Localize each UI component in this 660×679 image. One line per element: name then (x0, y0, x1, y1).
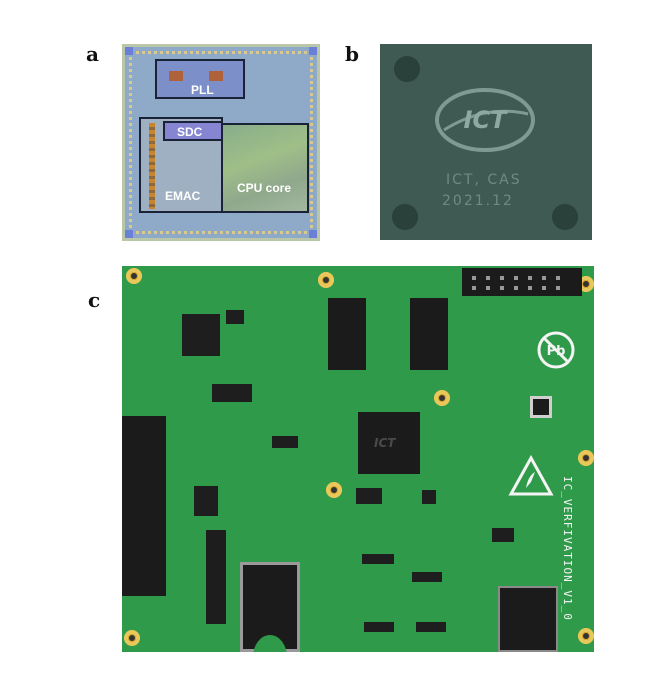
header-pin (500, 276, 504, 280)
board-silkscreen-label: IC_VERFIVATION_V1_0 (561, 476, 574, 621)
header-pin (528, 286, 532, 290)
smd-component (272, 436, 298, 448)
pll-oscillator (169, 71, 183, 81)
packaged-chip: ICT ICT, CAS 2021.12 (380, 44, 592, 240)
die-corner-pad (309, 230, 317, 238)
side-power-connector (122, 416, 166, 596)
pll-label: PLL (191, 83, 214, 97)
crystal-oscillator (422, 490, 436, 504)
header-pin (514, 286, 518, 290)
pll-oscillator (209, 71, 223, 81)
verification-board: ICT Pb IC_VERFIVATION_V1_0 (122, 266, 594, 652)
header-pin (542, 276, 546, 280)
header-pin (542, 286, 546, 290)
mounting-hole (318, 272, 334, 288)
header-pin (472, 286, 476, 290)
pin-header-connector (462, 268, 582, 296)
mounting-hole (578, 276, 594, 292)
panel-label-a: a (86, 42, 99, 66)
die-corner-pad (309, 47, 317, 55)
package-dimple (394, 56, 420, 82)
ethernet-jack (498, 586, 558, 652)
smd-component (356, 488, 382, 504)
memory-chip (328, 298, 366, 370)
cpu-core-block: CPU core (221, 123, 309, 213)
smd-component (194, 486, 218, 516)
svg-text:Pb: Pb (547, 344, 566, 359)
header-pin (556, 286, 560, 290)
header-pin (556, 276, 560, 280)
header-pin (486, 276, 490, 280)
ict-logo-icon: ICT (435, 88, 535, 152)
ict-logo-text: ICT (464, 106, 509, 134)
header-pin (528, 276, 532, 280)
header-pin (514, 276, 518, 280)
mounting-hole (126, 268, 142, 284)
reset-button (530, 396, 552, 418)
soc-chip: ICT (358, 412, 420, 474)
magnetics-module (182, 314, 220, 356)
pll-block: PLL (155, 59, 245, 99)
die-corner-pad (125, 47, 133, 55)
panel-label-c: c (88, 288, 101, 312)
header-pin (500, 286, 504, 290)
jumper-header (412, 572, 442, 582)
jumper-header (416, 622, 446, 632)
die-micrograph: PLL EMAC SDC CPU core (122, 44, 320, 241)
jumper-header (362, 554, 394, 564)
emac-io-stripe (149, 123, 155, 209)
jumper-header (364, 622, 394, 632)
die-corner-pad (125, 230, 133, 238)
chip-marking-line-1: ICT, CAS (446, 172, 522, 188)
sdc-block: SDC (163, 121, 223, 141)
sdc-label: SDC (177, 125, 203, 139)
chip-marking-line-2: 2021.12 (442, 193, 514, 209)
package-dimple (392, 204, 418, 230)
mounting-hole (578, 628, 594, 644)
emac-label: EMAC (165, 189, 201, 203)
mounting-hole (326, 482, 342, 498)
cpu-core-label: CPU core (237, 181, 292, 195)
panel-label-b: b (345, 42, 359, 66)
die-pad-ring (129, 51, 313, 234)
header-pin (486, 286, 490, 290)
sd-card-slot (240, 562, 300, 652)
esd-warning-icon (508, 454, 554, 496)
memory-chip (410, 298, 448, 370)
mounting-hole (124, 630, 140, 646)
connector-strip (206, 530, 226, 624)
lead-free-pb-icon: Pb (537, 331, 575, 369)
header-pin (472, 276, 476, 280)
mounting-hole (434, 390, 450, 406)
soc-logo: ICT (374, 436, 396, 450)
package-dimple (552, 204, 578, 230)
smd-component (492, 528, 514, 542)
smd-component (212, 384, 252, 402)
mounting-hole (578, 450, 594, 466)
smd-component (226, 310, 244, 324)
